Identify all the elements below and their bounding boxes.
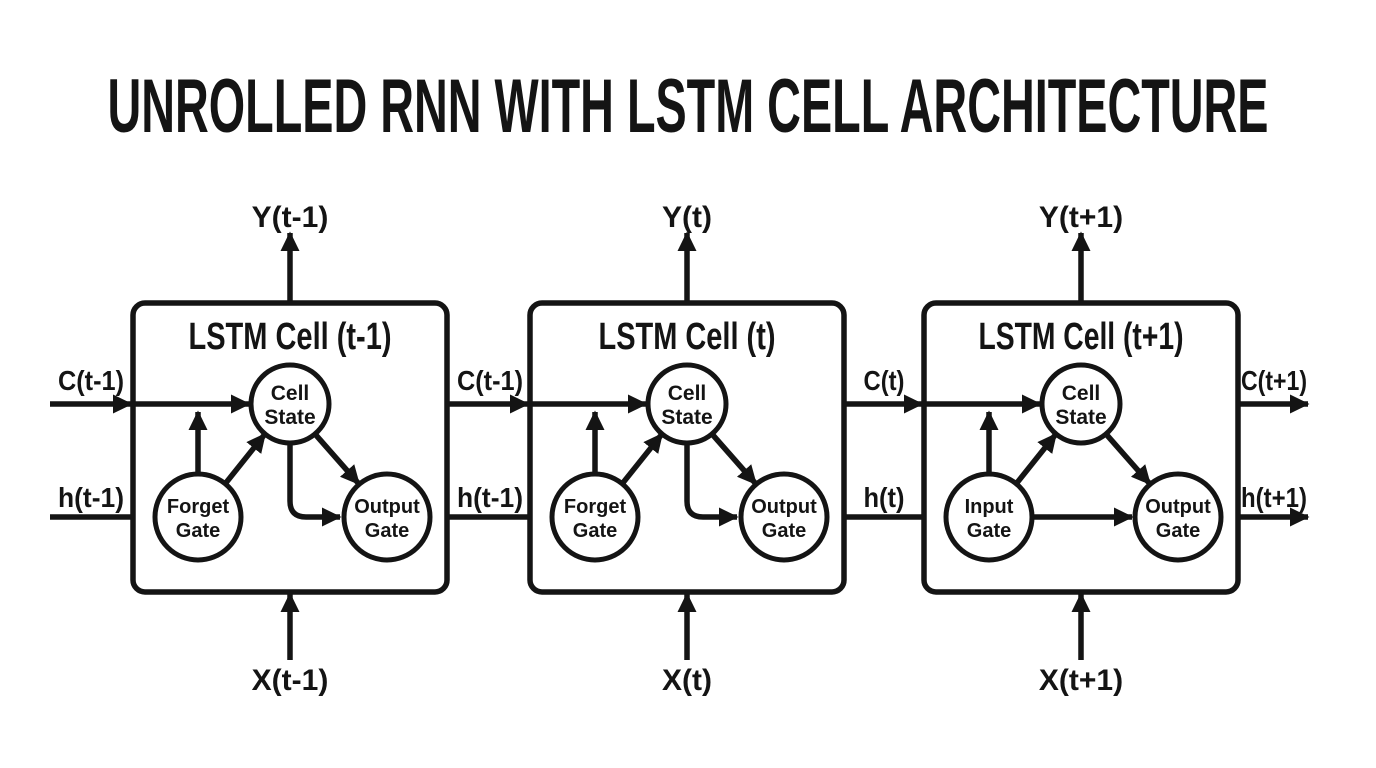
cell-state-node: [1039, 362, 1123, 446]
cell-state-label-line2: State: [661, 406, 712, 429]
cell-title: LSTM Cell (t+1): [979, 316, 1184, 358]
left-gate-label-line1: Input: [965, 496, 1014, 518]
left-gate-node: [152, 471, 244, 563]
left-gate-label-line1: Forget: [564, 496, 627, 518]
h-label-gap2: h(t): [864, 482, 905, 513]
cell-state-node: [248, 362, 332, 446]
y-output-label: Y(t-1): [252, 201, 329, 234]
y-output-label: Y(t+1): [1039, 201, 1123, 234]
cell-state-node: [645, 362, 729, 446]
x-input-label: X(t-1): [252, 664, 329, 697]
state-to-output-arrow: [709, 432, 759, 486]
h-label-input: h(t-1): [58, 482, 124, 513]
state-to-output-arrow: [1103, 432, 1153, 486]
cell-title: LSTM Cell (t-1): [189, 316, 392, 358]
lstm-cell-t-minus-1: Y(t-1) X(t-1) LSTM Cell (t-1) Cell State…: [130, 201, 450, 697]
left-gate-label-line2: Gate: [176, 520, 220, 542]
c-label-output: C(t+1): [1241, 365, 1307, 396]
y-output-label: Y(t): [662, 201, 712, 234]
left-gate-label-line2: Gate: [573, 520, 617, 542]
gate-to-state-arrow: [619, 432, 665, 486]
page-title: UNROLLED RNN WITH LSTM CELL ARCHITECTURE: [108, 64, 1269, 149]
cell-state-label-line1: Cell: [271, 382, 310, 405]
gate-to-state-arrow: [222, 432, 268, 486]
left-gate-label-line2: Gate: [967, 520, 1011, 542]
cell-state-label-line2: State: [1055, 406, 1106, 429]
right-gate-node: [738, 471, 830, 563]
c-label-gap1: C(t-1): [457, 365, 523, 396]
right-gate-label-line1: Output: [1145, 496, 1211, 518]
gate-to-state-arrow: [1013, 432, 1059, 486]
c-label-gap2: C(t): [864, 365, 905, 396]
right-gate-label-line2: Gate: [1156, 520, 1200, 542]
cell-title: LSTM Cell (t): [599, 316, 776, 358]
h-label-output: h(t+1): [1241, 482, 1307, 513]
right-gate-label-line1: Output: [751, 496, 817, 518]
state-elbow-arrow: [684, 443, 739, 527]
right-gate-label-line2: Gate: [365, 520, 409, 542]
lstm-cell-t: Y(t) X(t) LSTM Cell (t) Cell State Forge…: [527, 201, 847, 697]
state-elbow-arrow: [287, 443, 342, 527]
lstm-cell-t-plus-1: Y(t+1) X(t+1) LSTM Cell (t+1) Cell State…: [921, 201, 1241, 697]
c-label-input: C(t-1): [58, 365, 124, 396]
right-gate-label-line1: Output: [354, 496, 420, 518]
x-input-label: X(t+1): [1039, 664, 1123, 697]
right-gate-label-line2: Gate: [762, 520, 806, 542]
h-label-gap1: h(t-1): [457, 482, 523, 513]
right-gate-node: [341, 471, 433, 563]
cell-state-label-line1: Cell: [1062, 382, 1101, 405]
state-to-output-arrow: [312, 432, 362, 486]
left-gate-node: [943, 471, 1035, 563]
cell-state-label-line1: Cell: [668, 382, 707, 405]
left-gate-node: [549, 471, 641, 563]
right-gate-node: [1132, 471, 1224, 563]
left-gate-label-line1: Forget: [167, 496, 230, 518]
cell-state-label-line2: State: [264, 406, 315, 429]
x-input-label: X(t): [662, 664, 712, 697]
